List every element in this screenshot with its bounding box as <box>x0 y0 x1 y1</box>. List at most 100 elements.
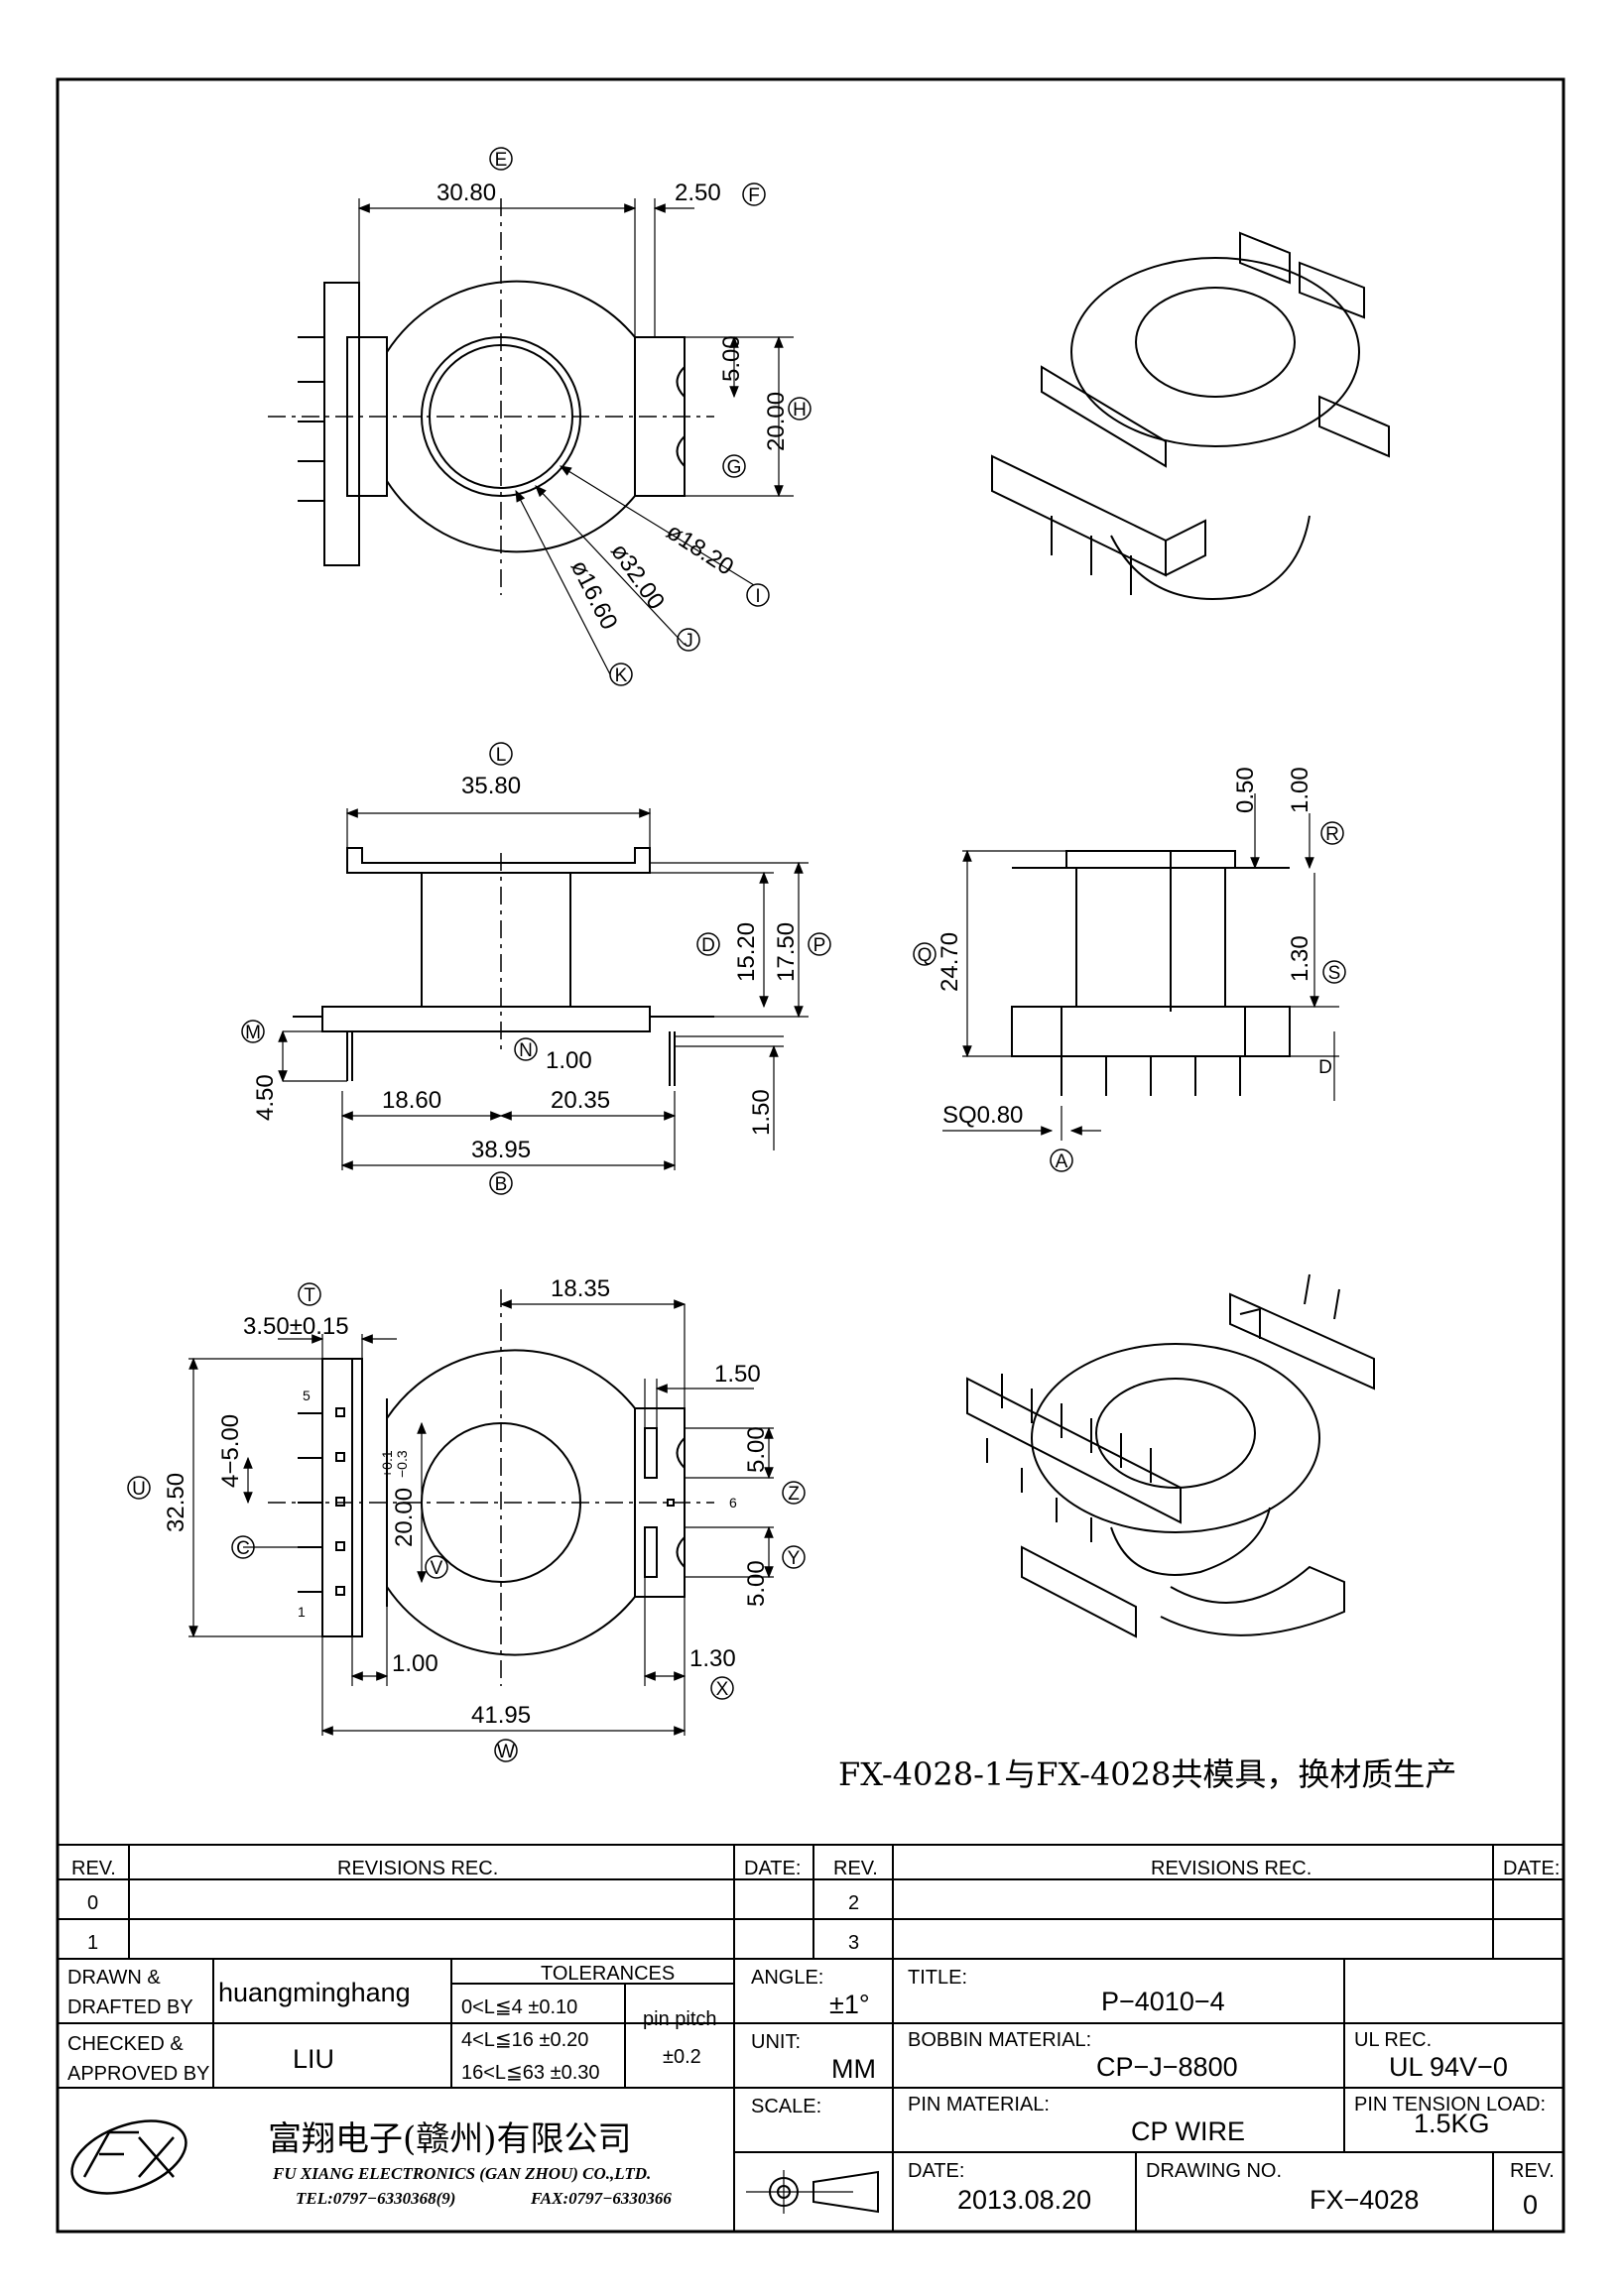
bottom-tol-minus: −0.3 <box>394 1450 410 1478</box>
top-view <box>268 198 794 675</box>
svg-text:Z: Z <box>788 1484 800 1505</box>
svg-text:E: E <box>495 150 508 171</box>
drawn-label-2: DRAFTED BY <box>67 1996 193 2018</box>
front-dim-width: 35.80 <box>461 773 521 799</box>
svg-text:B: B <box>495 1174 508 1195</box>
front-dim-right: 20.35 <box>551 1087 610 1114</box>
top-dia-outer: ø32.00 <box>605 539 670 615</box>
bottom-dim-overall-h: 32.50 <box>163 1473 189 1532</box>
svg-text:N: N <box>519 1040 533 1061</box>
bobbin-label: BOBBIN MATERIAL: <box>908 2029 1091 2051</box>
unit-value: MM <box>831 2054 876 2084</box>
front-dim-total: 17.50 <box>773 922 800 982</box>
pin-label-1: 1 <box>298 1604 306 1620</box>
bottom-view-bubbles: T U C V Z Y X W <box>127 1282 806 1762</box>
pin-tension-label: PIN TENSION LOAD: <box>1354 2094 1546 2115</box>
unit-label: UNIT: <box>751 2031 801 2053</box>
revisions-header-right: REVISIONS REC. <box>1151 1858 1312 1879</box>
pin-label-6: 6 <box>729 1495 737 1511</box>
side-dim-flange-top: 0.50 <box>1232 767 1259 813</box>
projection-symbol-icon <box>746 2170 879 2214</box>
drawn-label-1: DRAWN & <box>67 1967 161 1989</box>
front-dim-winding: 15.20 <box>733 922 760 982</box>
drawn-value: huangminghang <box>218 1978 411 2007</box>
svg-text:X: X <box>716 1679 729 1700</box>
top-dia-inner: ø18.20 <box>662 518 738 580</box>
date-header-left: DATE: <box>744 1858 801 1879</box>
bottom-view <box>188 1289 774 1736</box>
svg-text:H: H <box>793 400 807 421</box>
ul-label: UL REC. <box>1354 2029 1432 2051</box>
angle-label: ANGLE: <box>751 1967 823 1989</box>
bottom-dim-edge: 1.30 <box>689 1645 736 1672</box>
pin-label-5: 5 <box>303 1388 311 1403</box>
pin-pitch-value: ±0.2 <box>663 2046 701 2068</box>
bottom-dim-center: 18.35 <box>551 1275 610 1302</box>
date-label: DATE: <box>908 2160 964 2182</box>
top-view-bubbles: E F H G I J K <box>489 147 812 686</box>
front-dim-overall: 38.95 <box>471 1137 531 1163</box>
checked-value: LIU <box>293 2044 334 2074</box>
side-view-bubbles: R Q S D A <box>913 821 1346 1172</box>
bottom-dim-pin-row: 3.50±0.15 <box>243 1313 349 1340</box>
company-fax: FAX:0797−6330366 <box>530 2189 672 2208</box>
svg-text:W: W <box>497 1742 515 1762</box>
drawing-no-label: DRAWING NO. <box>1146 2160 1282 2182</box>
drawing-no-value: FX−4028 <box>1310 2185 1419 2215</box>
top-dim-width: 30.80 <box>437 180 496 206</box>
pin-material-value: CP WIRE <box>1131 2116 1245 2146</box>
bottom-dim-pitch: 4−5.00 <box>217 1414 244 1488</box>
checked-label-1: CHECKED & <box>67 2033 184 2055</box>
side-dim-gap: 1.30 <box>1287 935 1313 982</box>
checked-label-2: APPROVED BY <box>67 2063 209 2085</box>
front-dim-left: 18.60 <box>382 1087 441 1114</box>
company-name-en: FU XIANG ELECTRONICS (GAN ZHOU) CO.,LTD. <box>272 2164 651 2183</box>
scale-label: SCALE: <box>751 2096 821 2117</box>
svg-text:I: I <box>755 586 760 607</box>
iso-view-top <box>991 231 1390 600</box>
company-logo-icon <box>70 2119 187 2195</box>
bottom-dim-slot-bottom: 5.00 <box>743 1560 770 1607</box>
title-label: TITLE: <box>908 1967 967 1989</box>
company-name-cn: 富翔电子(赣州)有限公司 <box>268 2119 632 2159</box>
pin-pitch-label: pin pitch <box>643 2008 717 2030</box>
svg-text:V: V <box>431 1558 443 1579</box>
date-header-right: DATE: <box>1503 1858 1560 1879</box>
bottom-tol-plus: +0.1 <box>379 1450 395 1478</box>
top-dia-core: ø16.60 <box>565 555 623 634</box>
front-dim-pin-len: 1.50 <box>748 1089 775 1136</box>
rev-row-0: 0 <box>87 1892 98 1914</box>
date-value: 2013.08.20 <box>957 2185 1091 2215</box>
svg-text:C: C <box>236 1538 250 1559</box>
tol-row-3: 16<L≦63 ±0.30 <box>461 2062 600 2084</box>
iso-view-bottom <box>966 1273 1375 1638</box>
bottom-dim-core: 20.00 <box>391 1488 418 1547</box>
tol-row-1: 0<L≦4 ±0.10 <box>461 1996 577 2018</box>
svg-text:R: R <box>1325 824 1339 845</box>
bottom-dim-slot-top: 5.00 <box>743 1426 770 1473</box>
side-view <box>942 793 1339 1141</box>
bottom-dim-slot-w: 1.50 <box>714 1361 761 1388</box>
bobbin-value: CP−J−8800 <box>1096 2052 1238 2082</box>
svg-text:J: J <box>684 631 693 652</box>
top-view-flange <box>323 282 360 566</box>
rev-header-left: REV. <box>71 1858 116 1879</box>
svg-text:Q: Q <box>918 945 933 966</box>
bottom-dim-base: 1.00 <box>392 1650 438 1677</box>
front-dim-pin-step: 1.00 <box>546 1047 592 1074</box>
svg-text:Y: Y <box>788 1548 801 1569</box>
svg-text:A: A <box>1056 1151 1068 1172</box>
bottom-dim-overall-w: 41.95 <box>471 1702 531 1729</box>
svg-text:D: D <box>701 935 715 956</box>
tol-row-2: 4<L≦16 ±0.20 <box>461 2029 588 2051</box>
side-dim-top: 1.00 <box>1287 767 1313 813</box>
top-dim-height: 20.00 <box>763 392 790 451</box>
ul-value: UL 94V−0 <box>1389 2052 1508 2082</box>
front-view <box>278 808 809 1170</box>
mold-note: FX-4028-1与FX-4028共模具，换材质生产 <box>838 1755 1456 1793</box>
revisions-header-left: REVISIONS REC. <box>337 1858 498 1879</box>
pin-material-label: PIN MATERIAL: <box>908 2094 1050 2115</box>
svg-text:L: L <box>496 745 507 766</box>
pin-tension-value: 1.5KG <box>1414 2109 1490 2138</box>
